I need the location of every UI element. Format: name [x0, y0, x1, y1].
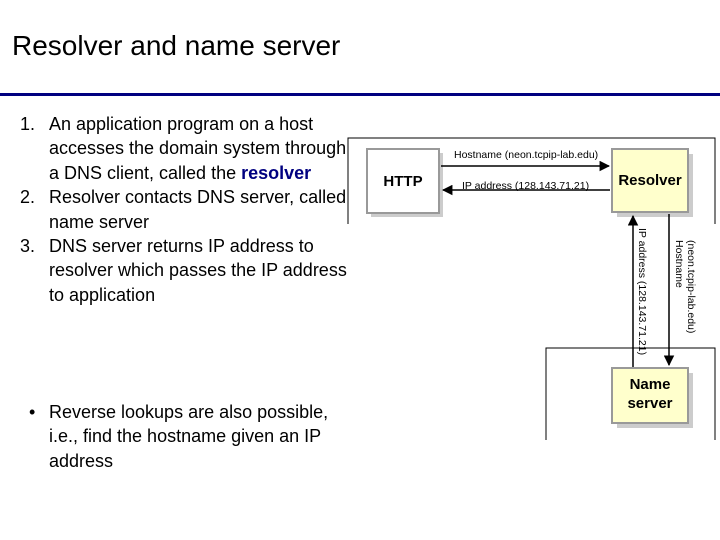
step-3: 3. DNS server returns IP address to reso…: [20, 234, 350, 307]
name-server-label-line-2: server: [627, 395, 672, 412]
resolver-box: Resolver: [611, 148, 693, 217]
slide-title: Resolver and name server: [12, 30, 341, 61]
name-server-box: Name server: [611, 367, 693, 428]
bullet-icon: •: [29, 402, 36, 422]
resolver-label: Resolver: [618, 172, 682, 189]
step-1: 1. An application program on a host acce…: [20, 112, 350, 185]
bullet-text: Reverse lookups are also possible, i.e.,…: [49, 402, 329, 471]
title-divider: [0, 93, 720, 96]
hostname-request-label: Hostname (neon.tcpip-lab.edu): [454, 149, 598, 161]
reverse-lookup-bullet: • Reverse lookups are also possible, i.e…: [20, 400, 350, 473]
steps-list: 1. An application program on a host acce…: [20, 112, 350, 307]
server-boundary: [545, 347, 716, 440]
step-1-text: An application program on a host accesse…: [49, 114, 347, 183]
name-server-label-line-1: Name: [630, 376, 671, 393]
http-box: HTTP: [366, 148, 443, 217]
step-1-highlight: resolver: [241, 162, 312, 183]
vertical-ip-label: IP address (128.143.71.21): [636, 228, 648, 355]
vertical-hostname-label-line-1: Hostname: [673, 240, 685, 288]
vertical-hostname-label-line-2: (neon.tcpip-lab.edu): [685, 240, 697, 333]
ip-reply-label: IP address (128.143.71.21): [462, 180, 589, 192]
step-3-number: 3.: [20, 236, 36, 257]
step-1-number: 1.: [20, 114, 36, 134]
step-2-text: Resolver contacts DNS server, called nam…: [49, 187, 347, 232]
step-2: 2. Resolver contacts DNS server, called …: [20, 185, 350, 234]
step-3-text: DNS server returns IP address to resolve…: [49, 236, 347, 305]
host-boundary: [347, 137, 716, 224]
step-2-number: 2.: [20, 187, 36, 208]
http-label: HTTP: [383, 173, 422, 190]
